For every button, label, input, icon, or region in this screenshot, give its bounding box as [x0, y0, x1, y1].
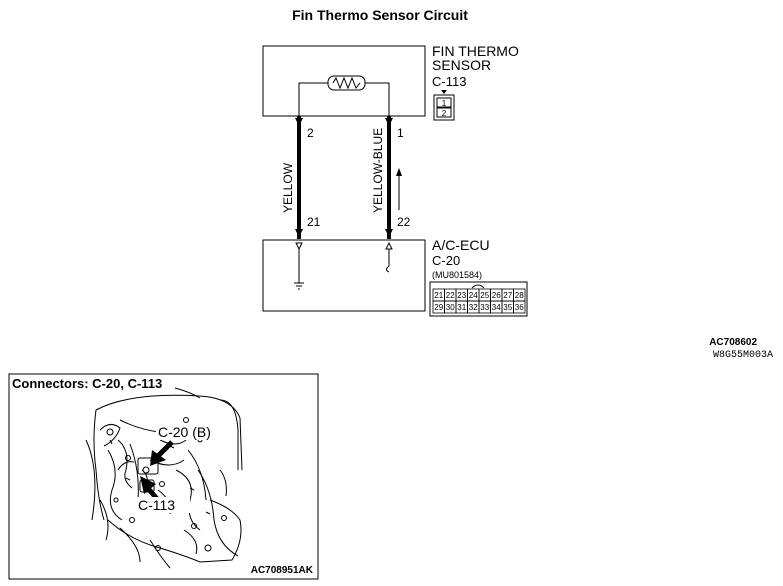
wire-yellow-top-pin: 2	[307, 126, 314, 140]
ecu-pin-cell	[513, 300, 526, 314]
inset-title: Connectors: C-20, C-113	[12, 376, 162, 391]
ecu-pin-number: 36	[515, 303, 524, 312]
current-direction-arrow	[396, 168, 402, 210]
sensor-name-line1: FIN THERMO	[432, 43, 519, 59]
sensor-pin-2: 2	[442, 109, 447, 118]
ecu-ground-symbol	[294, 242, 304, 290]
ecu-pin-number: 25	[480, 291, 489, 300]
wire-yellow	[295, 116, 303, 239]
ecu-pin-number: 34	[492, 303, 501, 312]
ecu-pin-number: 30	[446, 303, 455, 312]
sensor-connector-label: C-113	[432, 74, 466, 89]
c20-callout-bg	[156, 424, 212, 440]
figure-id-2: W8G55M003A	[713, 350, 773, 361]
inset-frame	[8, 373, 319, 580]
wire-yellow-blue-top-pin: 1	[397, 126, 404, 140]
ecu-input-symbol	[385, 241, 393, 273]
thermistor-symbol	[298, 75, 390, 116]
ecu-part-number: (MU801584)	[432, 270, 482, 280]
wire-yellow-bottom-pin: 21	[307, 215, 321, 229]
wire-yellow-blue-bottom-pin: 22	[397, 215, 411, 229]
ecu-pin-number: 33	[480, 303, 489, 312]
c113-callout-bg	[136, 497, 190, 513]
ecu-pin-number: 28	[515, 291, 524, 300]
wire-yellow-label: YELLOW	[281, 162, 295, 213]
ecu-pin-number: 24	[469, 291, 478, 300]
ecu-pin-number: 29	[434, 303, 443, 312]
sensor-connector-icon: 1 2	[433, 90, 455, 121]
sensor-box	[262, 45, 426, 117]
ecu-pin-number: 31	[457, 303, 466, 312]
c113-callout-label: C-113	[138, 497, 175, 513]
diagram-title: Fin Thermo Sensor Circuit	[292, 7, 468, 23]
ecu-pin-number: 23	[457, 291, 466, 300]
c20-callout-arrow	[150, 440, 174, 466]
ecu-pin-number: 26	[492, 291, 501, 300]
wire-yellow-blue	[385, 116, 393, 239]
wire-yellow-blue-label: YELLOW-BLUE	[371, 128, 385, 213]
ecu-pin-number: 35	[503, 303, 512, 312]
ecu-connector-label: C-20	[432, 253, 460, 268]
ecu-pin-number: 32	[469, 303, 478, 312]
sensor-name-line2: SENSOR	[432, 57, 491, 73]
figure-id-1: AC708602	[709, 337, 757, 348]
ecu-name: A/C-ECU	[432, 237, 490, 253]
sensor-pin-1: 1	[442, 99, 447, 108]
ecu-pin-number: 22	[446, 291, 455, 300]
ecu-box	[262, 239, 426, 312]
ecu-pin-number: 27	[503, 291, 512, 300]
inset-figure-id: AC708951AK	[251, 565, 314, 576]
ecu-pin-number: 21	[434, 291, 443, 300]
c20-callout-label: C-20 (B)	[158, 424, 211, 440]
